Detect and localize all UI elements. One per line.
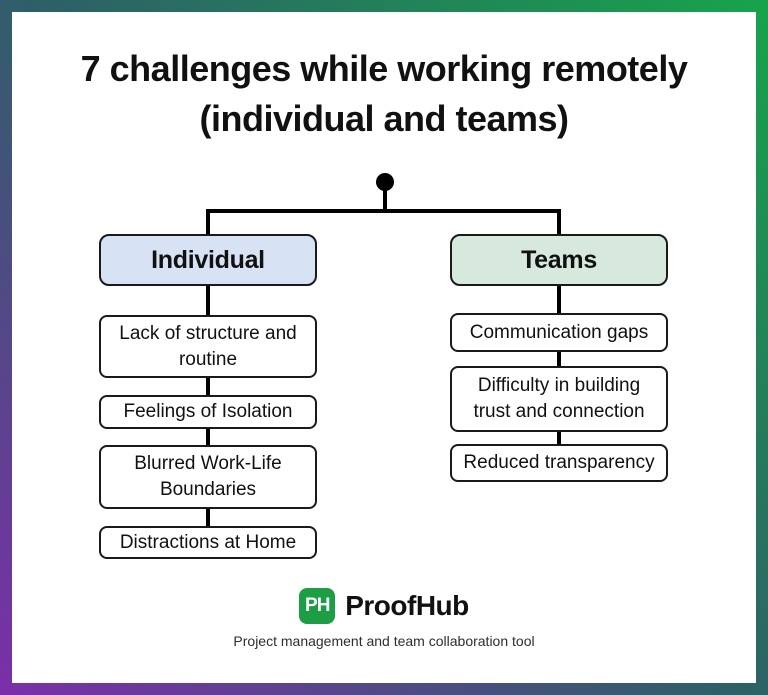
page-title: 7 challenges while working remotely (ind… (0, 44, 768, 144)
challenge-box-trust-connection: Difficulty in building trust and connect… (450, 366, 668, 432)
brand-tagline: Project management and team collaboratio… (233, 633, 535, 649)
root-stem-line (383, 188, 387, 213)
proofhub-monogram-icon: PH (299, 588, 336, 624)
branch-header-individual: Individual (99, 234, 317, 286)
challenge-box-reduced-transparency: Reduced transparency (450, 444, 668, 482)
challenge-box-communication-gaps: Communication gaps (450, 313, 668, 352)
challenge-box-blurred-boundaries: Blurred Work-Life Boundaries (99, 445, 317, 509)
title-line-2: (individual and teams) (199, 98, 569, 139)
challenge-box-isolation: Feelings of Isolation (99, 395, 317, 429)
title-line-1: 7 challenges while working remotely (80, 48, 688, 89)
root-node-dot (376, 173, 394, 191)
challenge-box-distractions: Distractions at Home (99, 526, 317, 559)
challenge-box-lack-of-structure: Lack of structure and routine (99, 315, 317, 378)
proofhub-logo: PH ProofHub (0, 588, 768, 624)
branch-header-teams: Teams (450, 234, 668, 286)
branch-horizontal-line (206, 209, 561, 213)
brand-name: ProofHub (345, 590, 469, 621)
